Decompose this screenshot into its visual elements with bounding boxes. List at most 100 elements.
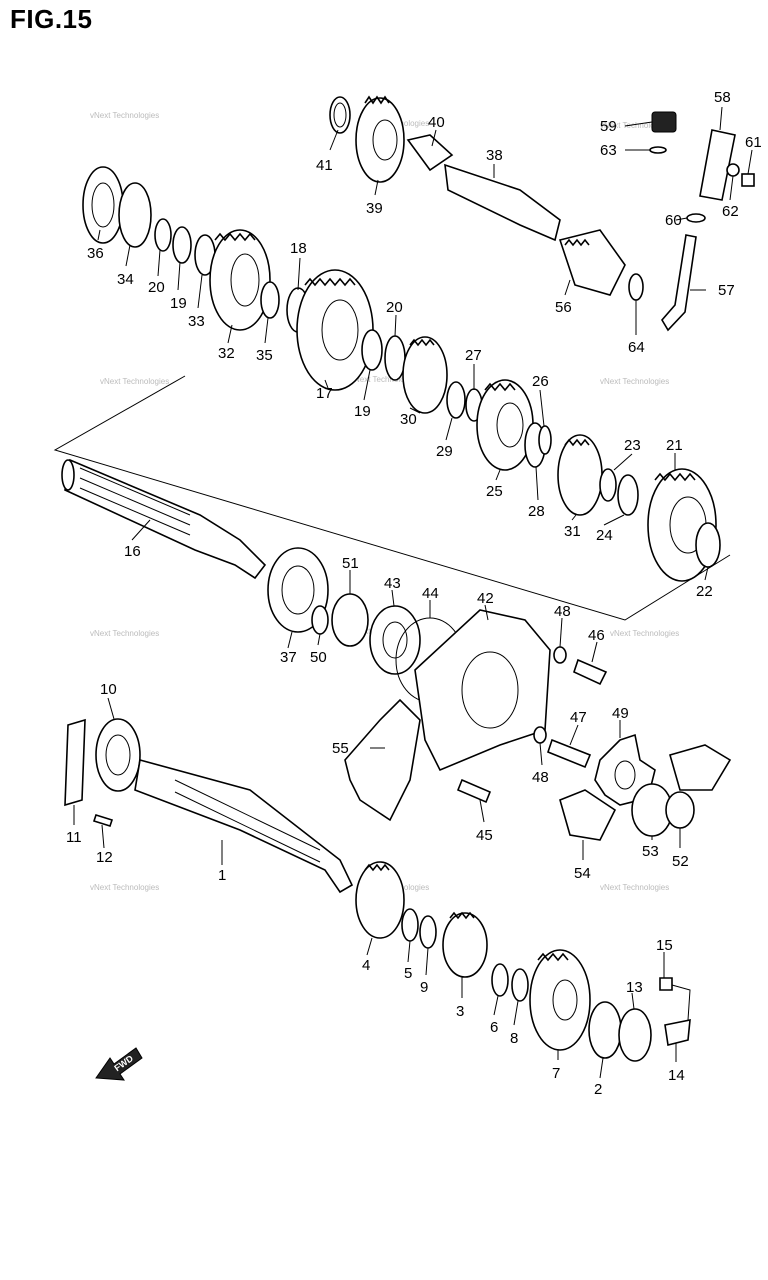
part-label-40[interactable]: 40 [428, 114, 445, 131]
part-label-64[interactable]: 64 [628, 339, 645, 356]
housing-group [344, 609, 608, 822]
part-label-24[interactable]: 24 [596, 527, 613, 544]
part-label-10[interactable]: 10 [100, 681, 117, 698]
part-label-36[interactable]: 36 [87, 245, 104, 262]
part-label-62[interactable]: 62 [722, 203, 739, 220]
part-16-splines [79, 467, 191, 536]
part-36-bearing-inner [91, 182, 115, 228]
part-label-43[interactable]: 43 [384, 575, 401, 592]
part-label-34[interactable]: 34 [117, 271, 134, 288]
part-54-chain-right [669, 744, 732, 791]
part-label-33[interactable]: 33 [188, 313, 205, 330]
part-label-21[interactable]: 21 [666, 437, 683, 454]
part-17-gear-teeth [304, 277, 356, 287]
part-label-58[interactable]: 58 [714, 89, 731, 106]
watermark: vNext Technologies [90, 629, 159, 638]
part-22-bearing [695, 522, 721, 568]
part-13-bearing [618, 1008, 652, 1062]
part-label-15[interactable]: 15 [656, 937, 673, 954]
part-42-housing [414, 609, 551, 772]
part-label-17[interactable]: 17 [316, 385, 333, 402]
part-label-48b[interactable]: 48 [532, 769, 549, 786]
part-41-ring-inner [333, 102, 347, 128]
part-label-47[interactable]: 47 [570, 709, 587, 726]
part-5-washer [401, 908, 419, 942]
assembly-outline [53, 375, 731, 621]
part-label-5[interactable]: 5 [404, 965, 412, 982]
part-label-48a[interactable]: 48 [554, 603, 571, 620]
part-48b-washer [533, 726, 547, 744]
sprocket-group [559, 733, 732, 841]
part-label-53[interactable]: 53 [642, 843, 659, 860]
part-43-seal-inner [382, 621, 408, 659]
part-label-38[interactable]: 38 [486, 147, 503, 164]
part-label-45[interactable]: 45 [476, 827, 493, 844]
part-57-shaft [661, 234, 697, 332]
part-label-12[interactable]: 12 [96, 849, 113, 866]
part-label-7[interactable]: 7 [552, 1065, 560, 1082]
part-56-gear-teeth [564, 238, 590, 247]
part-label-56[interactable]: 56 [555, 299, 572, 316]
part-label-60[interactable]: 60 [665, 212, 682, 229]
part-label-25[interactable]: 25 [486, 483, 503, 500]
part-label-46[interactable]: 46 [588, 627, 605, 644]
part-label-16[interactable]: 16 [124, 543, 141, 560]
part-label-30[interactable]: 30 [400, 411, 417, 428]
part-label-51[interactable]: 51 [342, 555, 359, 572]
part-label-13[interactable]: 13 [626, 979, 643, 996]
part-9-circlip [419, 915, 437, 949]
part-label-32[interactable]: 32 [218, 345, 235, 362]
part-label-39[interactable]: 39 [366, 200, 383, 217]
part-17-gear-hub [321, 299, 359, 361]
watermark: vNext Technologies [600, 377, 669, 386]
part-label-4[interactable]: 4 [362, 957, 370, 974]
countershaft-gears-upper [82, 166, 721, 582]
part-label-11[interactable]: 11 [66, 829, 82, 846]
part-label-55[interactable]: 55 [332, 740, 349, 757]
part-label-59[interactable]: 59 [600, 118, 617, 135]
part-10-bearing [95, 718, 141, 792]
fwd-arrow: FWD [95, 1047, 143, 1081]
part-50-circlip [311, 605, 329, 635]
part-label-44[interactable]: 44 [422, 585, 439, 602]
part-label-27[interactable]: 27 [465, 347, 482, 364]
part-label-42[interactable]: 42 [477, 590, 494, 607]
part-label-54[interactable]: 54 [574, 865, 591, 882]
part-label-1[interactable]: 1 [218, 867, 226, 884]
watermark: vNext Technologies [610, 629, 679, 638]
part-label-14[interactable]: 14 [668, 1067, 685, 1084]
part-label-41[interactable]: 41 [316, 157, 333, 174]
part-label-63[interactable]: 63 [600, 142, 617, 159]
figure-title: FIG.15 [10, 4, 93, 34]
part-label-3[interactable]: 3 [456, 1003, 464, 1020]
watermark: vNext Technologies [350, 375, 419, 384]
part-label-52[interactable]: 52 [672, 853, 689, 870]
part-label-37[interactable]: 37 [280, 649, 297, 666]
part-label-18[interactable]: 18 [290, 240, 307, 257]
part-label-8[interactable]: 8 [510, 1030, 518, 1047]
part-label-31[interactable]: 31 [564, 523, 581, 540]
part-label-22[interactable]: 22 [696, 583, 713, 600]
part-label-20a[interactable]: 20 [148, 279, 165, 296]
part-label-50[interactable]: 50 [310, 649, 327, 666]
part-label-2[interactable]: 2 [594, 1081, 602, 1098]
part-label-49[interactable]: 49 [612, 705, 629, 722]
part-label-26[interactable]: 26 [532, 373, 549, 390]
part-label-29[interactable]: 29 [436, 443, 453, 460]
part-label-57[interactable]: 57 [718, 282, 735, 299]
part-label-19b[interactable]: 19 [354, 403, 371, 420]
part-39-gear [355, 97, 405, 183]
part-6-circlip [491, 963, 509, 997]
part-36-bearing [82, 166, 124, 244]
part-label-9[interactable]: 9 [420, 979, 428, 996]
part-label-35[interactable]: 35 [256, 347, 273, 364]
watermark: vNext Technologies [600, 121, 669, 130]
part-label-19a[interactable]: 19 [170, 295, 187, 312]
part-label-61[interactable]: 61 [745, 134, 762, 151]
part-label-28[interactable]: 28 [528, 503, 545, 520]
part-label-6[interactable]: 6 [490, 1019, 498, 1036]
part-39-gear-hub [372, 119, 398, 161]
part-label-20b[interactable]: 20 [386, 299, 403, 316]
part-label-23[interactable]: 23 [624, 437, 641, 454]
